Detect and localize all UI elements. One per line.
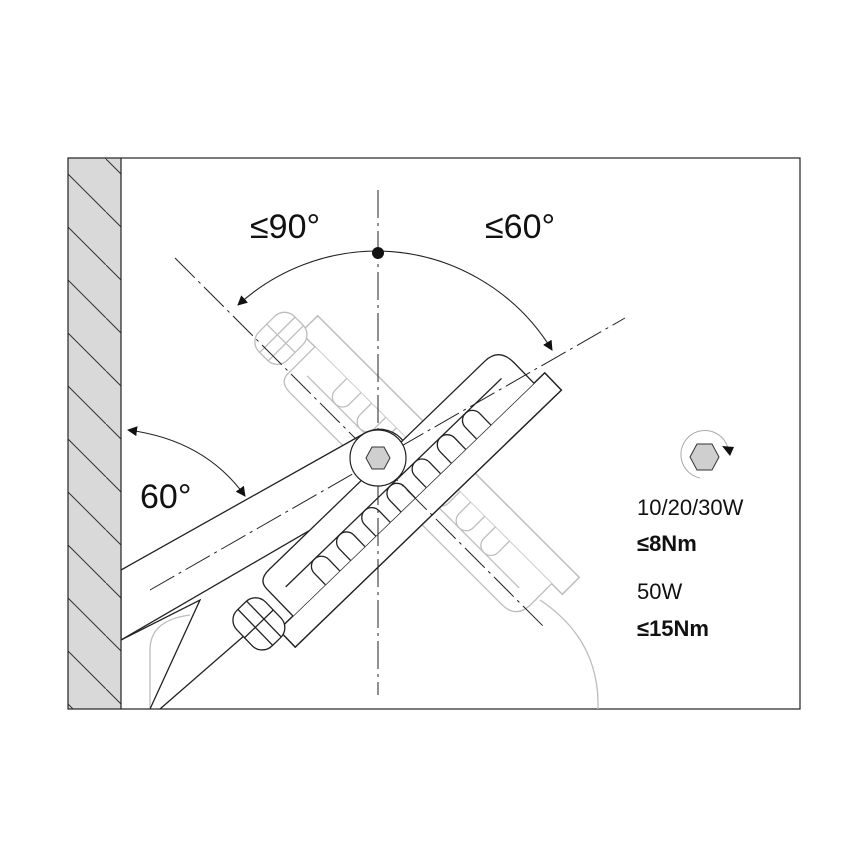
- reference-dot: [372, 247, 384, 259]
- tilt-back-label: ≤90°: [250, 208, 320, 246]
- tilt-back-arrow[interactable]: [237, 250, 379, 306]
- hex-bolt-rotate-icon: [680, 430, 734, 479]
- ghost-lamp-outline: [149, 293, 599, 709]
- arm-angle-label: 60°: [140, 478, 191, 516]
- spec2-model: 50W: [637, 579, 682, 604]
- tilt-forward-label: ≤60°: [485, 208, 555, 246]
- spec1-model: 10/20/30W: [637, 495, 744, 520]
- spec2-torque: ≤15Nm: [637, 616, 709, 641]
- hex-bolt-icon: [365, 446, 391, 470]
- wall-hatched: [68, 158, 122, 709]
- spec1-torque: ≤8Nm: [637, 531, 697, 556]
- tilt-forward-arrow[interactable]: [377, 250, 553, 351]
- arm-angle-arrow[interactable]: [127, 426, 246, 497]
